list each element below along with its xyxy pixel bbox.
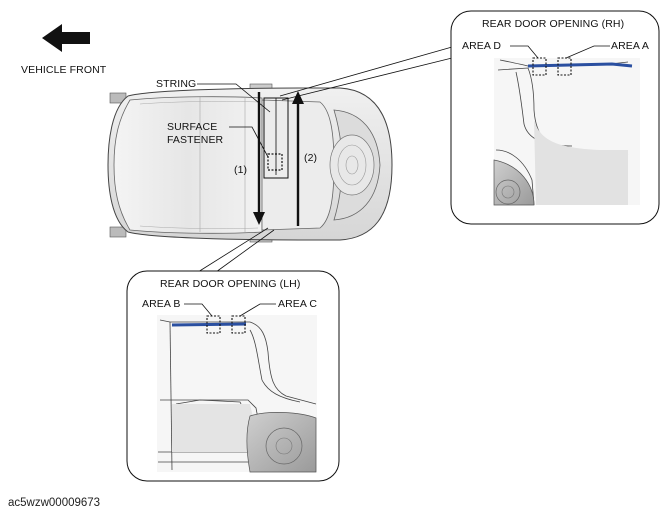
area-d-box <box>532 57 547 76</box>
lh-title: REAR DOOR OPENING (LH) <box>160 278 301 290</box>
surface-fastener-label-line1: SURFACE <box>167 121 218 133</box>
arrow-1-icon <box>253 92 265 225</box>
rh-title: REAR DOOR OPENING (RH) <box>482 18 625 30</box>
lh-callout-panel <box>126 270 340 482</box>
string <box>263 97 289 179</box>
surface-fastener <box>267 153 283 171</box>
leader-lines <box>197 46 453 273</box>
surface-fastener-label-line2: FASTENER <box>167 134 224 146</box>
vehicle-top-view <box>107 83 393 243</box>
area-c-label: AREA C <box>278 298 318 310</box>
arrow-2-icon <box>292 91 304 226</box>
area-a-box <box>557 57 572 76</box>
lh-wheel-icon <box>246 412 317 473</box>
rh-callout-panel <box>450 10 660 225</box>
figure-id-caption: ac5wzw00009673 <box>8 497 101 509</box>
area-b-box <box>206 315 221 334</box>
rh-weatherstrip <box>527 62 633 68</box>
area-d-label: AREA D <box>462 40 502 52</box>
area-a-label: AREA A <box>611 40 649 52</box>
vehicle-front-label: VEHICLE FRONT <box>21 64 107 76</box>
arrow-1-label: (1) <box>234 164 248 176</box>
rh-wheel-icon <box>493 159 535 206</box>
string-label: STRING <box>156 78 197 90</box>
arrow-2-label: (2) <box>304 152 318 164</box>
area-c-box <box>231 315 246 334</box>
vehicle-front-arrow-icon <box>42 24 90 52</box>
area-b-label: AREA B <box>142 298 181 310</box>
lh-weatherstrip <box>171 322 247 327</box>
